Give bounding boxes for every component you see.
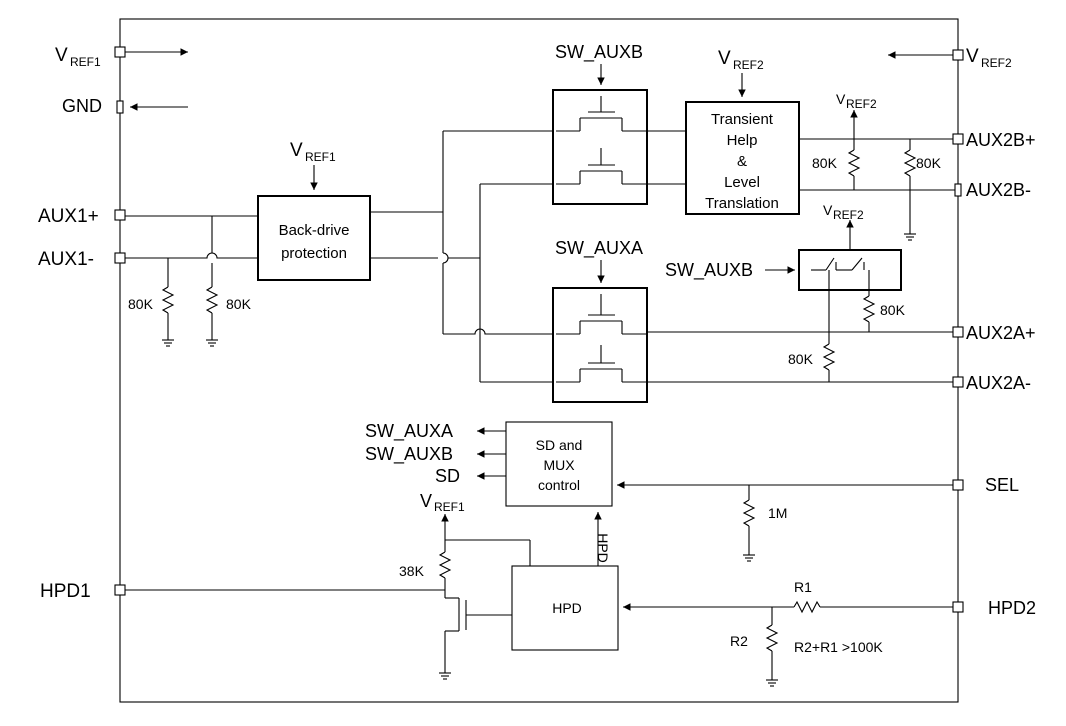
- svg-text:Translation: Translation: [705, 195, 779, 212]
- sw-auxa-output-label: SW_AUXA: [365, 421, 453, 442]
- svg-text:REF2: REF2: [981, 56, 1012, 70]
- svg-text:REF2: REF2: [833, 208, 864, 222]
- r-80k-label: 80K: [880, 302, 906, 318]
- r-80k-label: 80K: [788, 351, 814, 367]
- svg-text:SEL: SEL: [985, 475, 1019, 495]
- r-80k-label: 80K: [916, 155, 942, 171]
- svg-text:HPD1: HPD1: [40, 581, 91, 602]
- pin-vref1: V REF1: [55, 45, 188, 69]
- hpd-block: HPD: [511, 565, 619, 651]
- svg-text:V: V: [55, 45, 68, 66]
- sw-auxb-switch: [552, 89, 648, 205]
- pin-hpd2: HPD2: [952, 598, 1036, 618]
- svg-text:HPD2: HPD2: [988, 598, 1036, 618]
- svg-text:HPD: HPD: [552, 600, 582, 616]
- sw-auxb-pullup-switch: [798, 220, 902, 291]
- svg-text:REF1: REF1: [305, 150, 336, 164]
- svg-text:REF1: REF1: [70, 55, 101, 69]
- pin-aux1-minus: AUX1-: [38, 249, 126, 270]
- sw-auxb-label: SW_AUXB: [555, 42, 643, 63]
- vref1-hpd-label: V REF1: [420, 491, 465, 514]
- ground-symbol: [162, 339, 218, 347]
- sw-auxb-input-label: SW_AUXB: [665, 260, 753, 281]
- pin-hpd1: HPD1: [40, 581, 126, 602]
- sd-output-label: SD: [435, 466, 460, 486]
- svg-text:V: V: [420, 491, 432, 511]
- svg-text:&: &: [737, 153, 747, 170]
- svg-text:AUX2A+: AUX2A+: [966, 323, 1036, 343]
- pin-gnd: GND: [62, 96, 188, 116]
- pin-vref2: V REF2: [888, 46, 1012, 70]
- sw-auxa-switch: [552, 287, 648, 403]
- vref1-label: V REF1: [290, 140, 336, 190]
- r-38k-label: 38K: [399, 563, 425, 579]
- svg-text:AUX1-: AUX1-: [38, 249, 94, 270]
- transient-level-translation-block: Transient Help & Level Translation: [685, 101, 800, 215]
- aux-bus-wiring: [370, 130, 556, 383]
- aux2b-output-wiring: [799, 110, 955, 241]
- svg-text:MUX: MUX: [543, 457, 575, 473]
- r-1m-label: 1M: [768, 505, 787, 521]
- control-outputs: [477, 427, 506, 480]
- pin-aux1-plus: AUX1+: [38, 206, 126, 227]
- hpd-signal-label: HPD: [595, 533, 611, 563]
- r-80k-label: 80K: [812, 155, 838, 171]
- aux1-input-wiring: [125, 215, 258, 340]
- backdrive-protection-block: Back-drive protection: [257, 195, 371, 281]
- hpd-driver-wiring: [125, 514, 531, 680]
- vref2-small-label: V REF2: [823, 202, 864, 222]
- pin-aux2a-plus: AUX2A+: [952, 323, 1036, 343]
- svg-text:AUX2B+: AUX2B+: [966, 130, 1036, 150]
- aux2a-output-wiring: [647, 290, 953, 383]
- svg-text:V: V: [823, 202, 833, 218]
- svg-text:protection: protection: [281, 245, 347, 262]
- svg-text:REF1: REF1: [434, 500, 465, 514]
- svg-text:control: control: [538, 477, 580, 493]
- svg-text:AUX2A-: AUX2A-: [966, 373, 1031, 393]
- sel-wiring: [617, 481, 953, 562]
- r-sum-note: R2+R1 >100K: [794, 639, 883, 655]
- pin-aux2b-minus: AUX2B-: [954, 180, 1031, 200]
- svg-text:GND: GND: [62, 96, 102, 116]
- pin-sel: SEL: [952, 475, 1019, 495]
- svg-text:AUX2B-: AUX2B-: [966, 180, 1031, 200]
- vref2-small-label: V REF2: [836, 91, 877, 111]
- pin-aux2a-minus: AUX2A-: [952, 373, 1031, 393]
- sw-auxb-output-label: SW_AUXB: [365, 444, 453, 465]
- svg-text:Help: Help: [727, 132, 758, 149]
- svg-text:Back-drive: Back-drive: [279, 222, 350, 239]
- hpd2-wiring: [623, 600, 953, 687]
- svg-text:V: V: [836, 91, 846, 107]
- r-80k-label: 80K: [226, 296, 252, 312]
- vref2-label: V REF2: [718, 48, 764, 97]
- r-80k-label: 80K: [128, 296, 154, 312]
- svg-text:V: V: [290, 140, 303, 161]
- r1-label: R1: [794, 579, 812, 595]
- sw-auxa-label: SW_AUXA: [555, 238, 643, 259]
- chip-outline: [119, 18, 959, 703]
- svg-text:SD and: SD and: [536, 437, 583, 453]
- r2-label: R2: [730, 633, 748, 649]
- svg-text:REF2: REF2: [733, 58, 764, 72]
- svg-text:V: V: [966, 46, 979, 67]
- svg-text:V: V: [718, 48, 731, 69]
- svg-text:AUX1+: AUX1+: [38, 206, 99, 227]
- svg-text:REF2: REF2: [846, 97, 877, 111]
- sd-mux-control-block: SD and MUX control: [505, 421, 613, 507]
- svg-text:Level: Level: [724, 174, 760, 191]
- pin-aux2b-plus: AUX2B+: [952, 130, 1036, 150]
- svg-text:Transient: Transient: [711, 111, 774, 128]
